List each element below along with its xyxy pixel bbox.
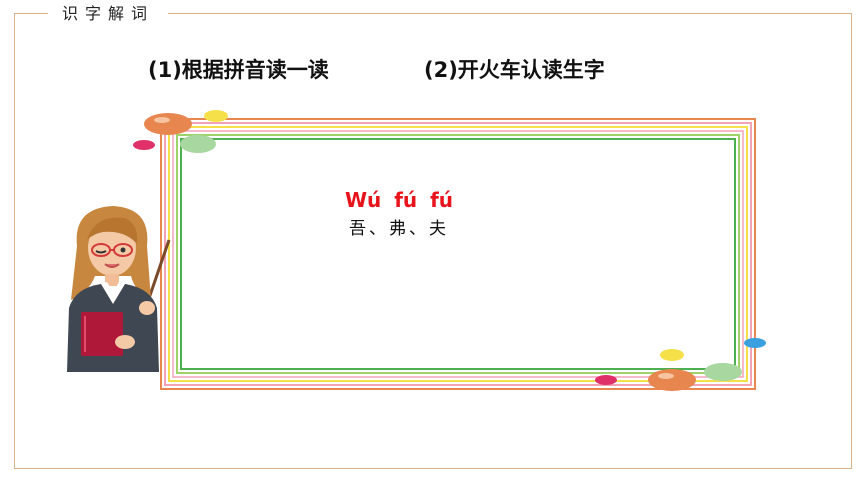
- outer-frame: [14, 13, 852, 469]
- board-content: Wú fú fú 吾、弗、夫: [160, 188, 638, 240]
- instruction-step-1: (1)根据拼音读一读: [148, 58, 329, 82]
- section-title: 识字解词: [48, 4, 169, 24]
- board-frame: [160, 118, 756, 390]
- pinyin-text: Wú fú fú: [344, 188, 454, 212]
- instruction-step-2: (2)开火车认读生字: [424, 58, 605, 82]
- hanzi-text: 吾、弗、夫: [349, 219, 449, 239]
- teacher-illustration-icon: [67, 206, 171, 372]
